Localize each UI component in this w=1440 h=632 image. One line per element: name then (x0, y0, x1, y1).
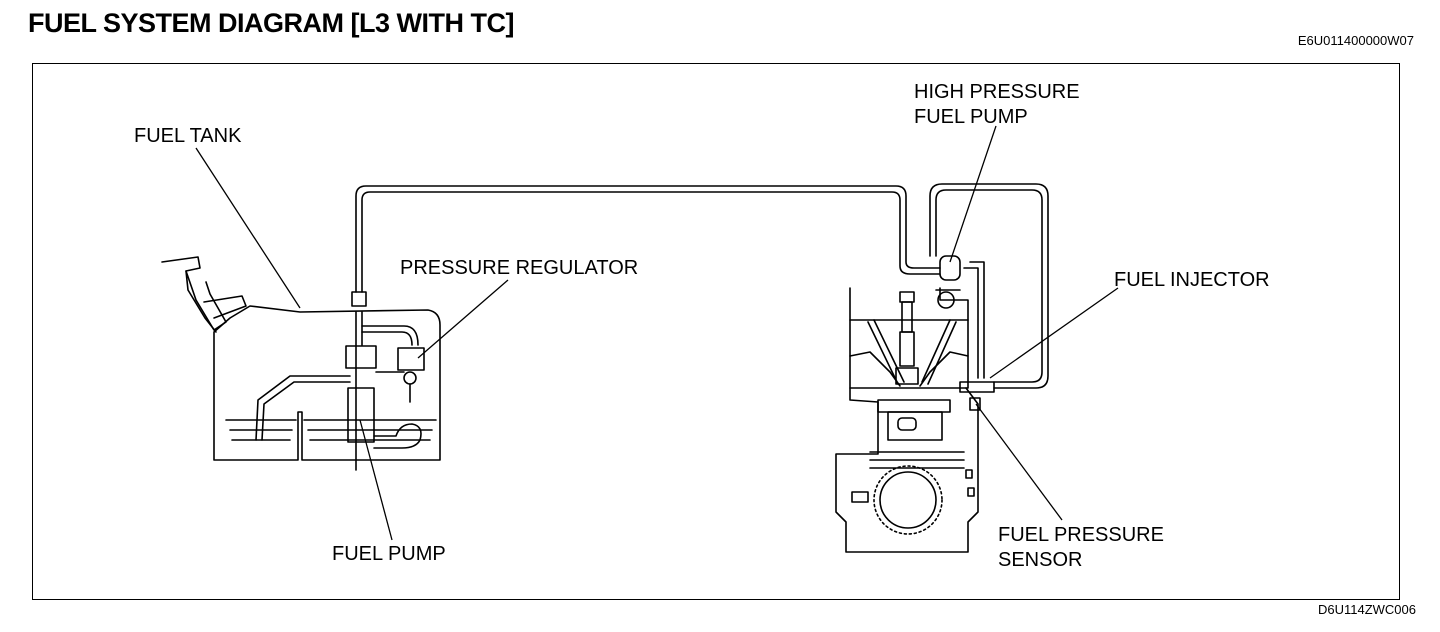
leader-fuel-injector (989, 287, 1119, 379)
label-fuel-pump: FUEL PUMP (332, 543, 446, 565)
label-high-pressure-fuel-pump: HIGH PRESSURE FUEL PUMP (914, 81, 1080, 128)
diagram-frame (32, 63, 1400, 600)
engine (835, 255, 995, 553)
document-code-bottom: D6U114ZWC006 (1317, 602, 1416, 617)
leader-high-pressure-pump (949, 125, 997, 263)
leader-lines (195, 125, 1119, 541)
document-code-top: E6U011400000W07 (1297, 33, 1414, 48)
leader-fuel-pressure-sensor (975, 403, 1063, 521)
label-pressure-regulator: PRESSURE REGULATOR (400, 257, 639, 279)
leader-pressure-regulator (417, 279, 509, 359)
fuel-tank (161, 256, 441, 471)
label-fuel-tank: FUEL TANK (134, 125, 242, 147)
label-fuel-pressure-sensor: FUEL PRESSURE SENSOR (998, 524, 1164, 571)
leader-fuel-tank (195, 147, 301, 309)
label-fuel-injector: FUEL INJECTOR (1114, 269, 1270, 291)
fuel-lines (355, 183, 1049, 389)
page-title: FUEL SYSTEM DIAGRAM [L3 WITH TC] (28, 8, 514, 38)
leader-fuel-pump (359, 419, 393, 541)
